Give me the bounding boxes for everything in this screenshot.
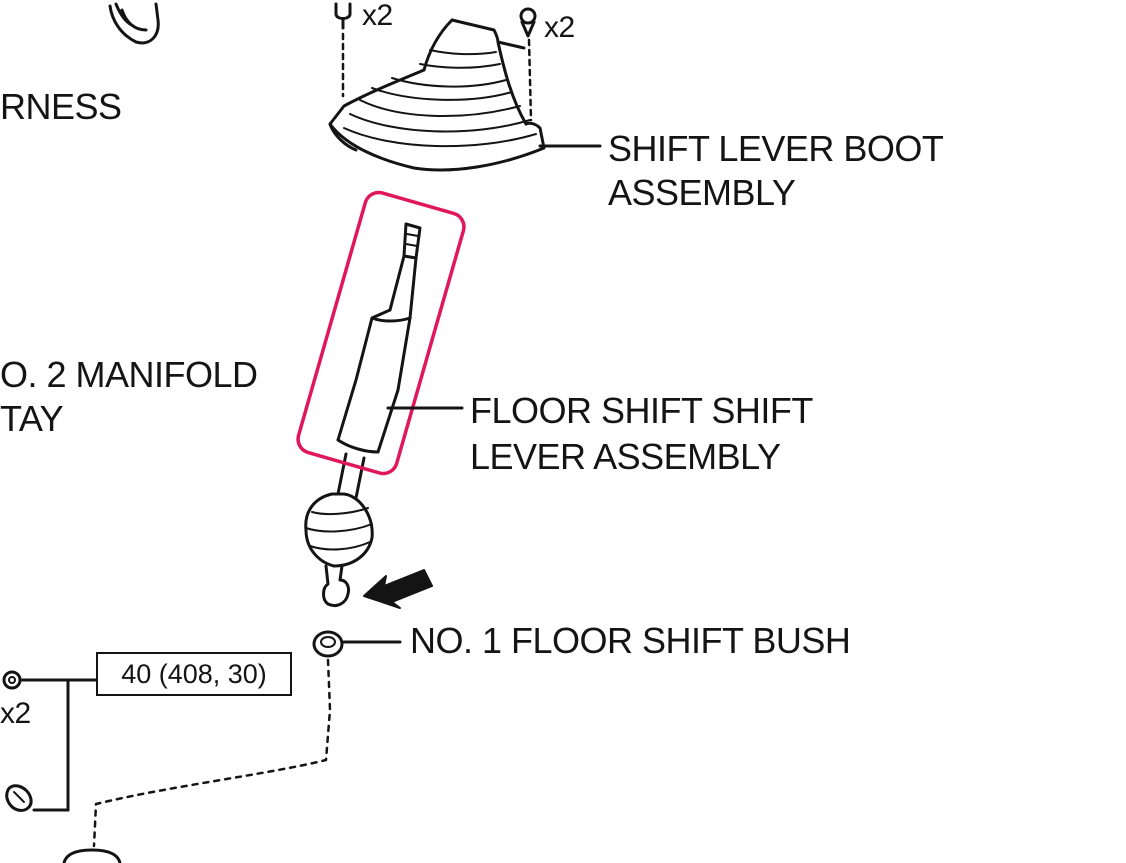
partial-part-top-left	[108, 2, 160, 45]
direction-arrow	[363, 569, 433, 609]
bolt-icon-boot-left	[334, 2, 352, 98]
torque-leader	[20, 678, 98, 812]
label-manifold-stay-line2: TAY	[0, 398, 64, 439]
label-floor-shift-lever-line2: LEVER ASSEMBLY	[470, 436, 781, 477]
highlight-box	[296, 190, 466, 476]
bolt-icon-boot-right	[519, 7, 537, 122]
floor-shift-bush	[312, 630, 344, 658]
label-floor-shift-lever-line1: FLOOR SHIFT SHIFT	[470, 390, 813, 431]
quantity-boot-bolt-left: x2	[362, 0, 393, 32]
label-shift-lever-boot-line1: SHIFT LEVER BOOT	[608, 128, 944, 169]
partial-part-bottom-left	[62, 848, 122, 863]
label-manifold-stay-line1: O. 2 MANIFOLD	[0, 354, 258, 395]
bolt-icon-lower-1	[2, 670, 22, 690]
alignment-dashed-line	[92, 658, 332, 848]
quantity-lower-bolts: x2	[0, 697, 31, 730]
lever-lower-boot	[304, 492, 374, 608]
torque-spec-value: 40 (408, 30)	[121, 659, 267, 689]
label-floor-shift-bush: NO. 1 FLOOR SHIFT BUSH	[410, 620, 851, 661]
shift-lever-boot	[328, 18, 546, 172]
quantity-boot-bolt-right: x2	[544, 11, 575, 44]
bolt-icon-lower-2	[5, 784, 33, 812]
label-harness: RNESS	[0, 86, 122, 127]
shift-lever	[336, 222, 422, 500]
label-shift-lever-boot-line2: ASSEMBLY	[608, 172, 796, 213]
torque-spec-box: 40 (408, 30)	[96, 652, 292, 696]
